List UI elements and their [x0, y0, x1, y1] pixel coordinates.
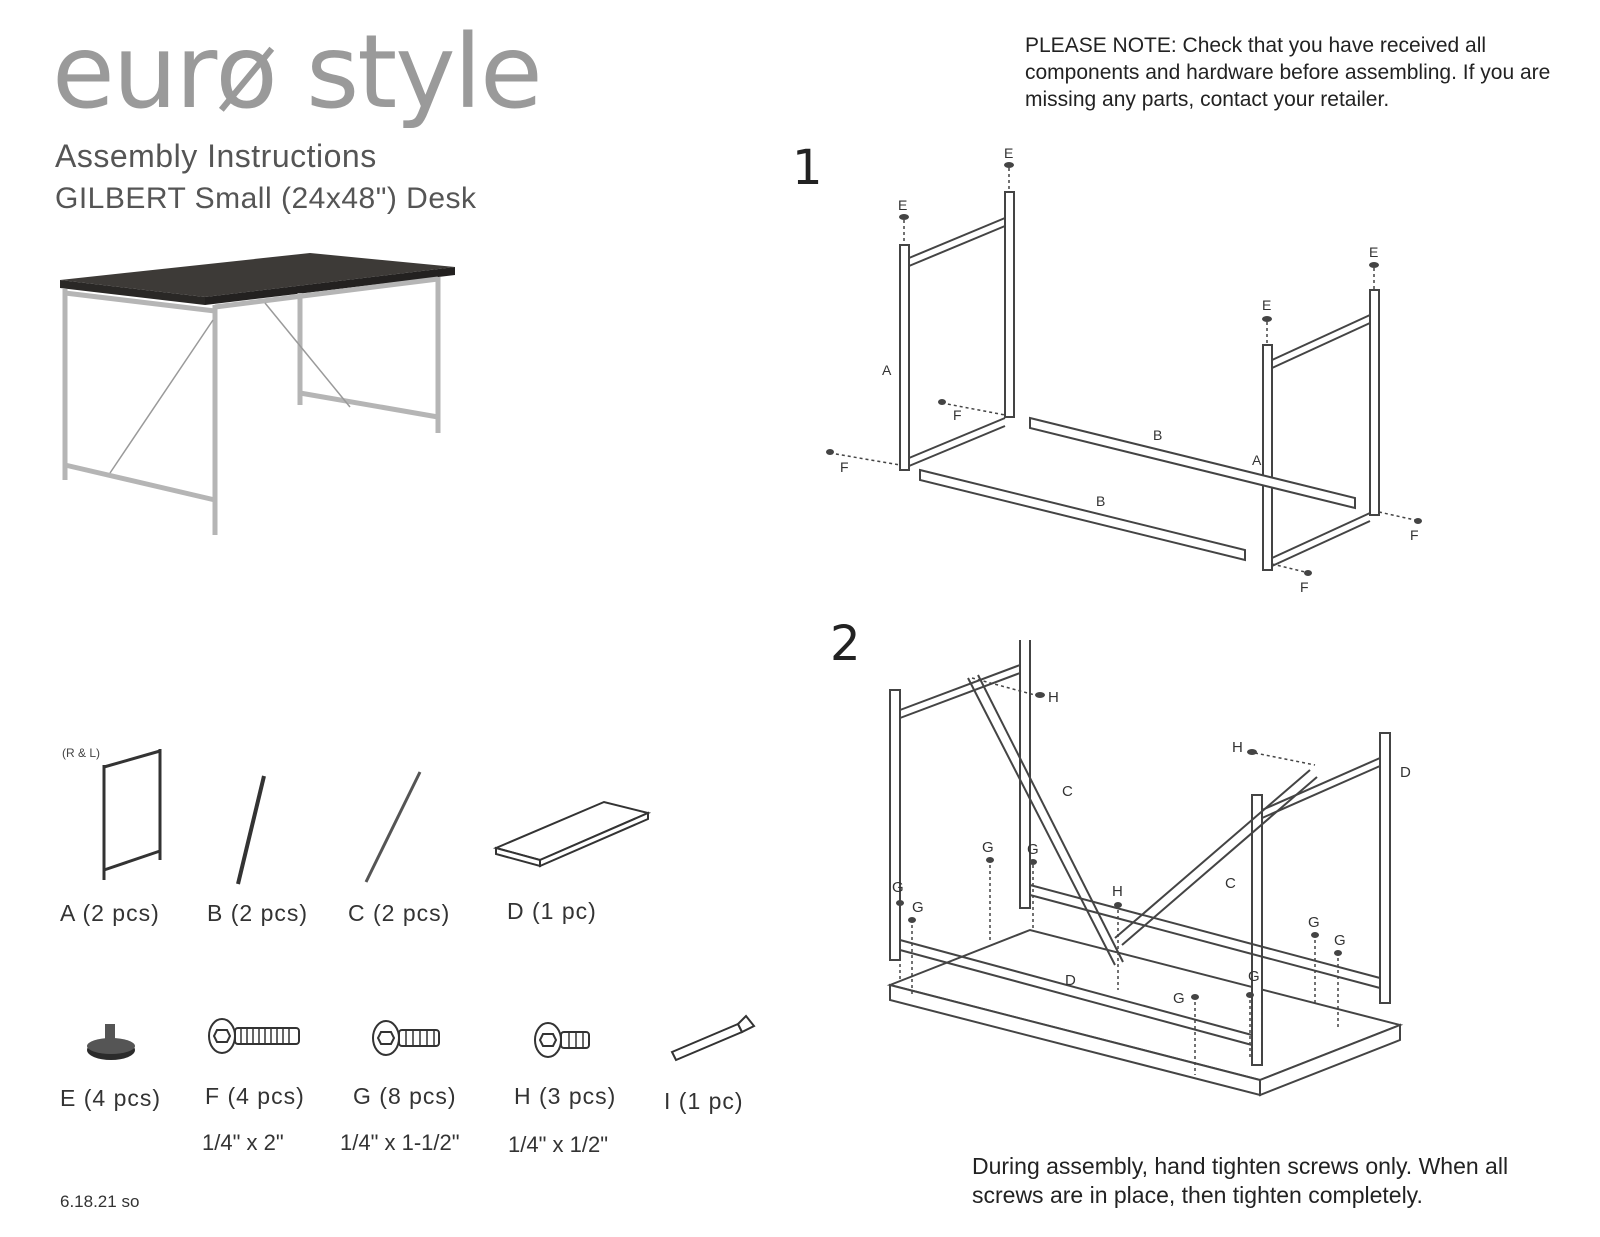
step-number-2: 2 [830, 616, 861, 672]
label-g: G [1027, 841, 1039, 858]
label-c: C [1062, 783, 1073, 800]
step-number-1: 1 [792, 140, 823, 196]
part-f-label: F (4 pcs) [205, 1083, 305, 1109]
part-b-rail-icon [236, 775, 266, 885]
allen-key-icon [670, 1014, 756, 1062]
label-d: D [1400, 764, 1411, 781]
label-c: C [1225, 875, 1236, 892]
part-d-desktop-icon [492, 800, 652, 868]
label-e: E [898, 197, 907, 213]
label-g: G [1334, 932, 1346, 949]
please-note-text: PLEASE NOTE: Check that you have receive… [1025, 34, 1551, 111]
part-e-leveler-icon [87, 1024, 135, 1060]
label-g: G [892, 879, 904, 896]
label-a: A [1252, 452, 1262, 468]
part-i-label: I (1 pc) [664, 1088, 744, 1114]
part-c-label: C (2 pcs) [348, 900, 451, 926]
label-e: E [1369, 244, 1378, 260]
label-g: G [1308, 914, 1320, 931]
step-2-diagram: H H H D D C C G G G G G G G G [886, 640, 1411, 1097]
label-g: G [982, 839, 994, 856]
page-title: Assembly Instructions [55, 138, 377, 174]
part-a-label: A (2 pcs) [60, 900, 160, 926]
label-g: G [912, 899, 924, 916]
part-g-bolt-icon [372, 1020, 440, 1056]
tightening-tip: During assembly, hand tighten screws onl… [972, 1153, 1509, 1208]
part-h-label: H (3 pcs) [514, 1083, 617, 1109]
part-g-label: G (8 pcs) [353, 1083, 457, 1109]
label-e: E [1004, 145, 1013, 161]
label-a: A [882, 362, 892, 378]
label-g: G [1173, 990, 1185, 1007]
label-d: D [1065, 972, 1076, 989]
part-b-label: B (2 pcs) [207, 900, 309, 926]
label-g: G [1248, 968, 1260, 985]
step-1-diagram: E E E E A A B B F F F F [826, 145, 1422, 595]
label-f: F [1410, 527, 1419, 543]
part-f-bolt-icon [208, 1018, 300, 1054]
desk-product-illustration [60, 253, 455, 535]
part-a-frame-icon [102, 749, 162, 880]
part-h-size: 1/4" x 1/2" [508, 1132, 609, 1157]
label-b: B [1096, 493, 1105, 509]
label-h: H [1112, 883, 1123, 900]
label-f: F [953, 407, 962, 423]
part-e-label: E (4 pcs) [60, 1085, 162, 1111]
part-g-size: 1/4" x 1-1/2" [340, 1130, 460, 1155]
label-f: F [840, 459, 849, 475]
brand-logo: eurø style [52, 13, 543, 132]
part-c-brace-icon [364, 771, 422, 883]
label-b: B [1153, 427, 1162, 443]
part-d-label: D (1 pc) [507, 898, 597, 924]
label-f: F [1300, 579, 1309, 595]
product-name: GILBERT Small (24x48") Desk [55, 182, 477, 215]
part-f-size: 1/4" x 2" [202, 1130, 284, 1155]
part-h-bolt-icon [534, 1022, 590, 1058]
part-a-note: (R & L) [62, 746, 101, 760]
label-h: H [1048, 689, 1059, 706]
label-e: E [1262, 297, 1271, 313]
revision-code: 6.18.21 so [60, 1192, 140, 1211]
label-h: H [1232, 739, 1243, 756]
